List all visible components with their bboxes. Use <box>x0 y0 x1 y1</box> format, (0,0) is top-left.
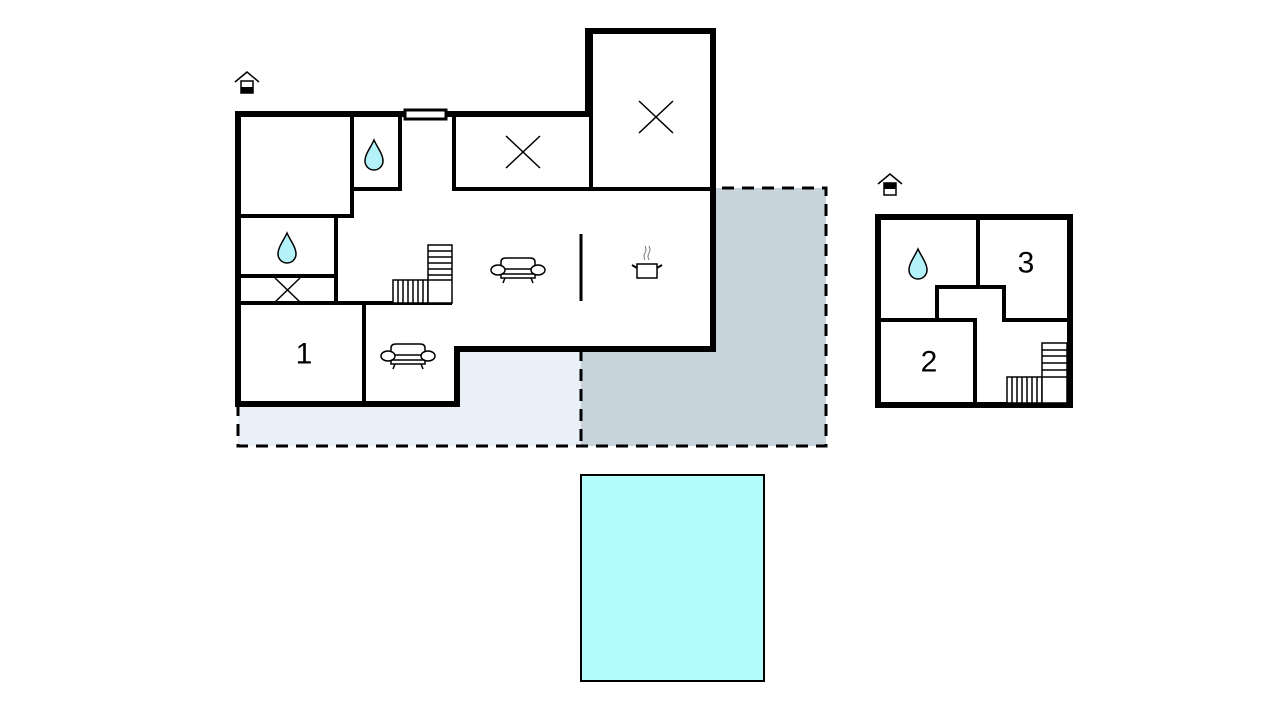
sofa-icon <box>490 257 546 284</box>
cross-icon <box>274 277 301 303</box>
house-entrance-icon <box>877 173 903 196</box>
annex-building: 3 2 <box>875 173 1073 408</box>
terrace-light <box>238 349 581 446</box>
water-drop-icon <box>364 139 384 171</box>
outer-wall <box>875 214 1073 408</box>
room-label: 2 <box>921 346 938 379</box>
cooking-pot-icon <box>631 245 663 279</box>
room-label: 3 <box>1018 247 1035 280</box>
water-drop-icon <box>277 232 297 264</box>
stairs <box>392 244 453 304</box>
stairs <box>1006 342 1068 404</box>
pool <box>580 474 765 682</box>
cross-icon <box>638 100 674 134</box>
interior-walls <box>875 215 1070 405</box>
sofa-icon <box>380 343 436 370</box>
cross-icon <box>505 135 541 169</box>
window <box>403 108 448 121</box>
outer-wall <box>235 28 716 407</box>
water-drop-icon <box>908 248 928 280</box>
terrace-dashed-outline <box>236 186 828 448</box>
house-entrance-icon <box>234 71 260 94</box>
room-label: 1 <box>296 338 313 371</box>
main-building: 1 <box>234 28 716 407</box>
terrace-covered <box>581 188 826 446</box>
